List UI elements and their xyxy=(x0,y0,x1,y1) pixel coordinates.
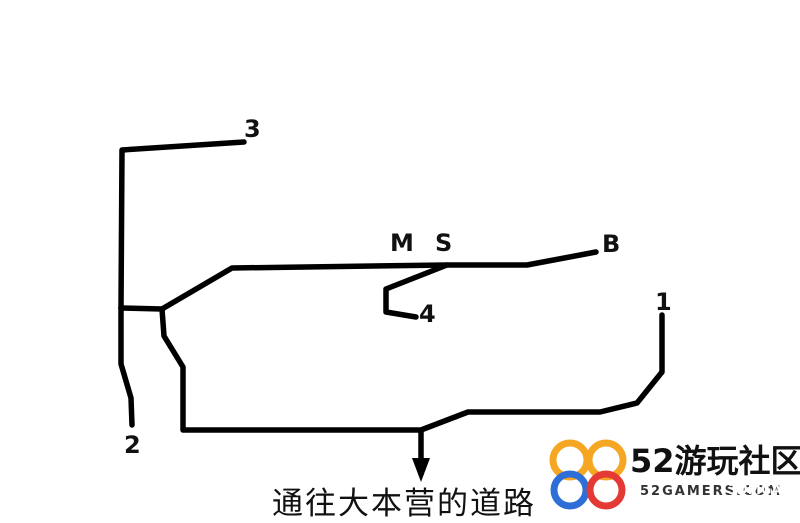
label-1: 1 xyxy=(655,288,672,316)
watermark: 52游玩社区 52GAMERS.COM 3DMGAME xyxy=(548,428,800,515)
route-to-2 xyxy=(118,305,135,428)
label-s: S xyxy=(435,229,453,257)
watermark-tag: 3DMGAME xyxy=(728,483,800,498)
junction-connector xyxy=(118,305,165,312)
label-3: 3 xyxy=(244,115,261,143)
label-4: 4 xyxy=(419,300,436,328)
watermark-logo-icon xyxy=(549,439,627,510)
label-b: B xyxy=(602,230,621,258)
arrow-head-icon xyxy=(412,458,430,482)
route-to-1 xyxy=(159,306,665,433)
label-2: 2 xyxy=(124,431,141,459)
watermark-site: 52GAMERS.COM xyxy=(640,484,783,499)
route-to-3 xyxy=(118,139,247,311)
route-to-b xyxy=(159,249,599,312)
watermark-brand: 52游玩社区 xyxy=(630,442,800,480)
route-to-4 xyxy=(383,262,450,320)
label-m: M xyxy=(390,229,414,257)
map-caption: 通往大本营的道路 xyxy=(272,486,536,522)
